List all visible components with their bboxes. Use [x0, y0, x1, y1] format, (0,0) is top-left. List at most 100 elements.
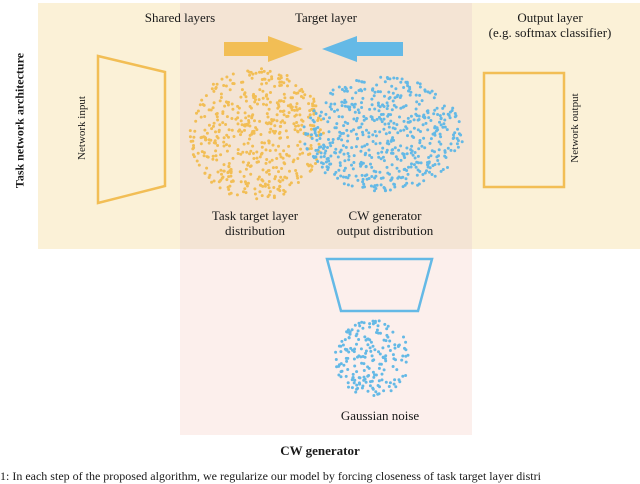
dot [385, 165, 389, 169]
dot [271, 129, 275, 133]
dot [437, 162, 441, 166]
dot [264, 81, 268, 85]
dot [383, 322, 387, 326]
dot [207, 123, 211, 127]
dot [432, 96, 436, 100]
dot [384, 132, 388, 136]
dot [361, 133, 365, 137]
dot [222, 84, 226, 87]
dot [260, 145, 264, 149]
dot [218, 186, 222, 190]
dot [259, 152, 263, 156]
dot [244, 167, 248, 171]
dot [392, 382, 396, 386]
dot [410, 181, 414, 185]
dot [310, 133, 313, 137]
dot [203, 128, 207, 132]
dot [366, 343, 370, 347]
dot [357, 79, 361, 83]
dot [288, 183, 292, 187]
dot [249, 149, 253, 153]
dot [295, 172, 299, 175]
dot [256, 102, 259, 106]
dot [328, 116, 331, 120]
dot [248, 105, 252, 108]
dot [372, 358, 376, 362]
dot [353, 102, 357, 106]
dot [410, 134, 414, 138]
dot [363, 335, 367, 339]
dot [396, 93, 400, 97]
dot [301, 90, 305, 94]
cw-distribution-label-line2: output distribution [336, 223, 434, 238]
dot [260, 194, 264, 198]
dot [299, 128, 302, 132]
dot [350, 96, 354, 100]
dot [365, 177, 369, 181]
dot [362, 115, 366, 118]
dot [424, 121, 428, 125]
dot [210, 127, 214, 131]
dot [329, 102, 333, 106]
dot [293, 114, 297, 118]
dot [428, 170, 431, 174]
dot [305, 147, 309, 151]
dot [282, 192, 286, 196]
dot [359, 355, 363, 359]
dot [377, 379, 381, 383]
dot [250, 132, 254, 136]
dot [352, 154, 356, 158]
dot [391, 151, 395, 155]
dot [438, 132, 442, 136]
dot [366, 389, 370, 393]
dot [281, 156, 285, 160]
dot [211, 106, 215, 110]
dot [346, 381, 350, 385]
dot [195, 111, 198, 115]
dot [377, 392, 381, 396]
dot [227, 164, 231, 168]
dot [215, 115, 219, 119]
dot [225, 75, 229, 79]
dot [268, 130, 272, 134]
dot [404, 80, 408, 84]
dot [242, 174, 246, 178]
dot [333, 102, 337, 106]
dot [202, 154, 206, 158]
dot [455, 137, 459, 140]
dot [361, 177, 365, 181]
dot [413, 151, 417, 154]
dot [393, 378, 397, 382]
dot [299, 175, 303, 179]
dot [268, 160, 272, 164]
dot [378, 141, 382, 145]
dot [362, 369, 366, 372]
dot [375, 331, 378, 334]
dot [260, 78, 264, 81]
dot [340, 339, 344, 343]
dot [404, 340, 408, 344]
dot [367, 131, 371, 135]
dot [360, 173, 364, 177]
dot [278, 80, 282, 84]
dot [346, 122, 350, 125]
dot [225, 133, 229, 137]
dot [350, 102, 354, 106]
dot [326, 156, 330, 160]
dot [277, 179, 281, 183]
dot [338, 161, 342, 165]
dot [318, 114, 322, 118]
dot [346, 176, 350, 180]
dot [412, 126, 416, 130]
dot [311, 118, 315, 122]
dot [347, 336, 351, 339]
dot [207, 141, 211, 145]
dot [342, 182, 346, 186]
dot [373, 348, 377, 352]
dot [323, 171, 327, 175]
dot [386, 104, 390, 108]
dot [260, 67, 263, 71]
dot [369, 184, 373, 188]
dot [384, 359, 388, 363]
dot [355, 79, 359, 82]
